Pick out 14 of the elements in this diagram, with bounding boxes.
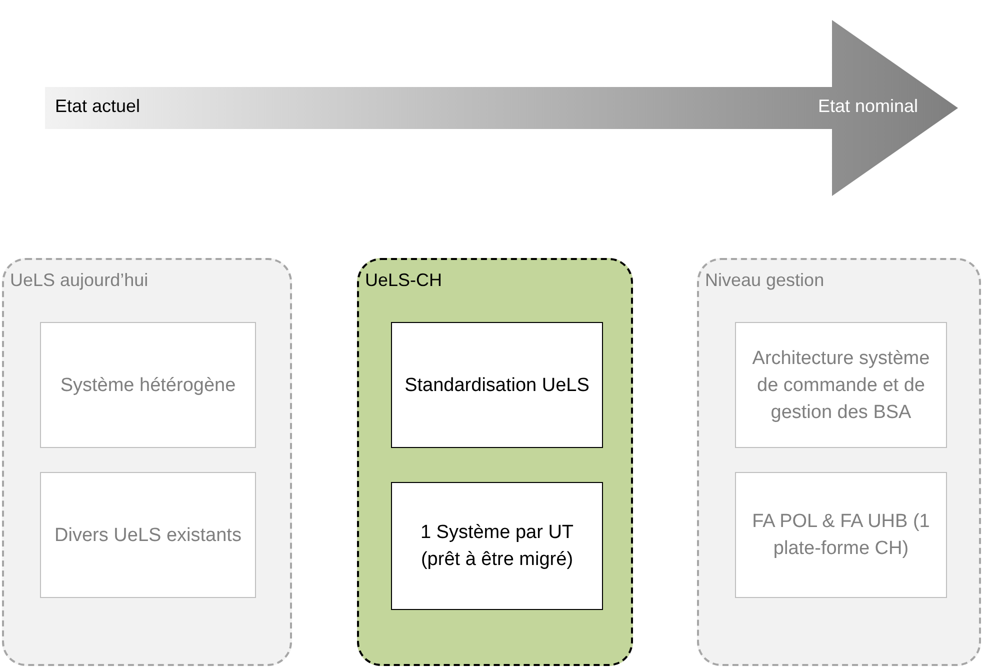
process-box: FA POL & FA UHB (1 plate-forme CH) (735, 472, 947, 598)
group-panel (697, 258, 981, 666)
group-panel (2, 258, 292, 666)
group-title: Niveau gestion (705, 270, 824, 291)
group-title: UeLS-CH (365, 270, 442, 291)
arrow-label: Etat nominal (818, 96, 918, 117)
process-box: Architecture système de commande et de gestion des BSA (735, 322, 947, 448)
process-box: Divers UeLS existants (40, 472, 256, 598)
group-title: UeLS aujourd’hui (10, 270, 148, 291)
process-box: Système hétérogène (40, 322, 256, 448)
process-box: 1 Système par UT (prêt à être migré) (391, 482, 603, 610)
process-box: Standardisation UeLS (391, 322, 603, 448)
arrow-label: Etat actuel (55, 96, 140, 117)
group-panel (357, 258, 633, 666)
